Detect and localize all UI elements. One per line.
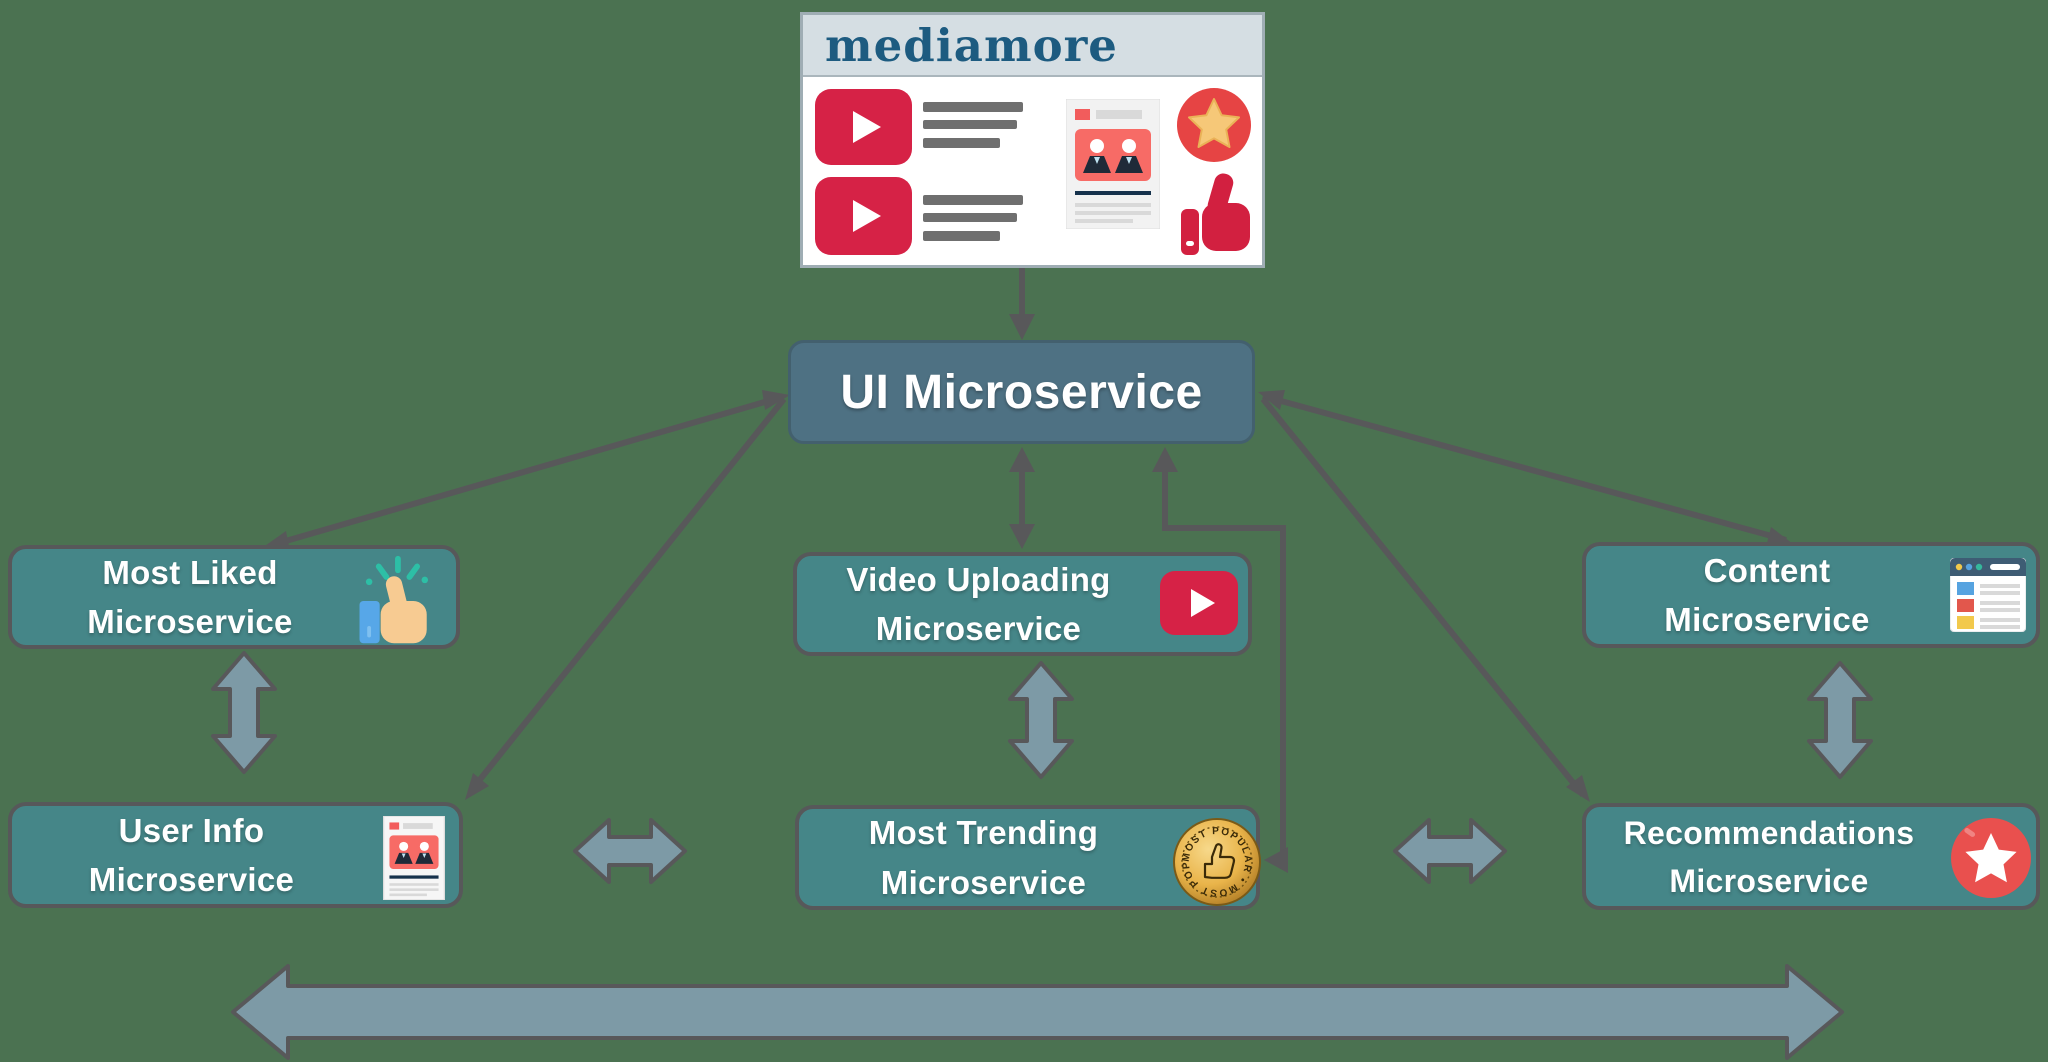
connector-ui-user-info [467,397,787,794]
block-arrow-user-info-most-trending [573,818,687,884]
connector-ui-recommendations [1260,397,1586,797]
connector-ui-content [1262,393,1787,543]
arrowhead-ui-video-top [1009,447,1035,472]
block-arrow-most-trending-recommendations [1393,818,1507,884]
video-play-icon [815,89,912,165]
node-recommendations-microservice: Recommendations Microservice [1582,803,2040,910]
block-arrow-most-liked-user-info [211,651,277,774]
mediamore-content-preview [803,77,1262,266]
thumbs-up-icon [359,555,429,644]
mediamore-app-card: mediamore [800,12,1265,268]
node-label: UI Microservice [840,365,1203,419]
block-arrow-video-most-trending [1008,661,1074,779]
node-label: Video Uploading Microservice [846,560,1111,648]
node-label: User Info Microservice [88,811,295,899]
block-arrow-content-recommendations [1807,661,1873,779]
node-label: Content Microservice [1664,551,1870,639]
node-label: Most Trending Microservice [868,814,1099,901]
node-most-trending-microservice: Most Trending Microservice MOST POPULAR … [795,805,1261,910]
node-video-uploading-microservice: Video Uploading Microservice [793,552,1252,656]
node-content-microservice: Content Microservice [1582,542,2040,648]
arrowhead-into-recommendations [1566,775,1590,802]
user-profile-document-icon [1066,99,1160,229]
connector-ui-most-trending [1162,452,1286,863]
browser-window-icon [1950,558,2026,632]
video-play-icon [1160,571,1238,635]
arrowhead-into-ui-right [1258,390,1285,410]
node-most-liked-microservice: Most Liked Microservice [8,545,460,649]
block-arrow-user-info-recommendations-bottom [231,964,1844,1060]
star-badge-icon [1951,818,2031,898]
most-popular-medal-icon: MOST POPULAR • MOST POPULAR • [1172,817,1261,906]
node-ui-microservice: UI Microservice [788,340,1255,444]
thumbs-up-icon [1181,173,1250,255]
mediamore-header: mediamore [803,15,1262,77]
arrowhead-into-ui-top [1009,314,1035,340]
node-label: Recommendations Microservice [1623,814,1915,899]
star-badge-icon [1177,88,1251,162]
user-profile-document-icon [383,816,445,900]
arrowhead-into-user-info [465,773,489,800]
arrowhead-into-most-trending [1264,847,1288,873]
arrowhead-into-ui-left [762,390,790,410]
node-user-info-microservice: User Info Microservice [8,802,463,908]
mediamore-wordmark: mediamore [825,18,1118,72]
arrowhead-elbow-into-ui [1152,447,1178,472]
node-label: Most Liked Microservice [87,553,293,641]
connector-ui-most-liked [271,394,783,548]
video-play-icon [815,177,912,255]
arrowhead-ui-video-bottom [1009,524,1035,549]
